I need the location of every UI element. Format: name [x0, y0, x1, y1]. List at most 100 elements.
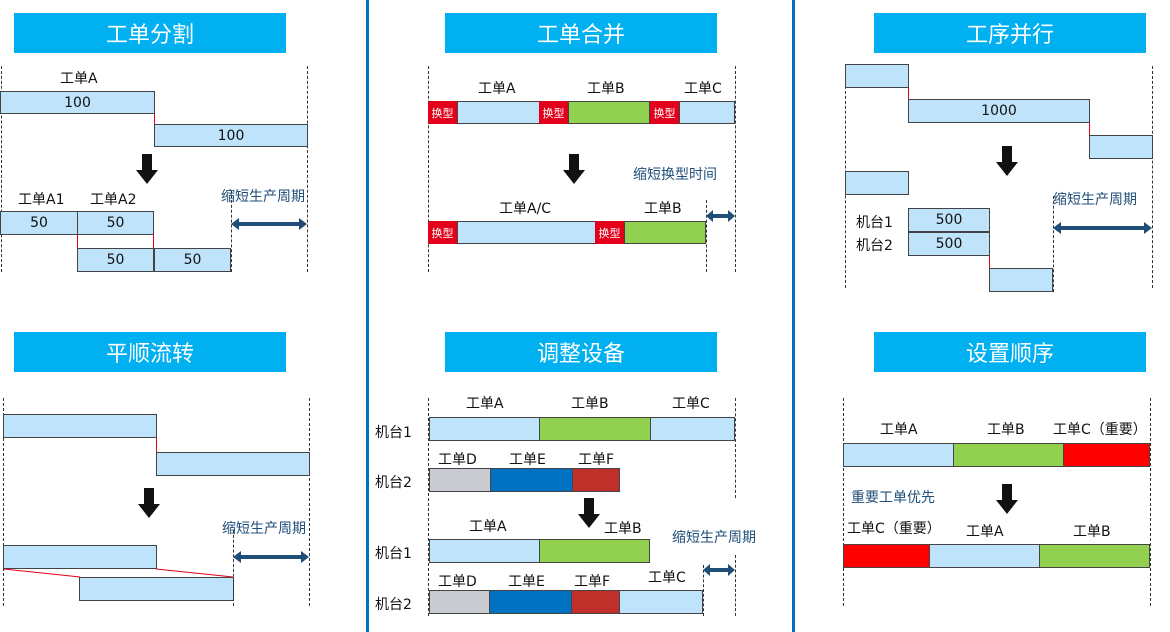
flow-link — [154, 114, 155, 124]
order-bar — [156, 452, 310, 476]
order-bar — [539, 539, 650, 563]
double-arrow-icon — [1053, 222, 1152, 234]
flow-link — [77, 235, 78, 248]
order-bar — [489, 590, 572, 614]
changeover-block: 换型 — [595, 221, 624, 244]
order-bar: 500 — [908, 208, 990, 232]
order-label: 工单B — [571, 396, 609, 412]
down-arrow-icon — [136, 154, 158, 184]
dashed-guide — [428, 66, 429, 272]
down-arrow-icon — [996, 146, 1018, 176]
dashed-guide — [428, 398, 429, 616]
order-label: 工单C — [684, 81, 722, 97]
dashed-guide — [231, 190, 232, 272]
order-label: 工单E — [508, 574, 545, 590]
order-label: 工单C（重要） — [847, 521, 941, 537]
panel-title-smooth: 平顺流转 — [14, 332, 286, 372]
order-bar: 50 — [0, 211, 78, 235]
order-bar: 100 — [154, 124, 308, 147]
flow-link — [3, 568, 234, 578]
order-bar — [3, 545, 157, 569]
divider-left — [366, 0, 369, 632]
machine-label: 机台1 — [375, 546, 412, 562]
dashed-guide — [1, 66, 2, 272]
dashed-guide — [1150, 398, 1151, 606]
order-label: 工单B — [1073, 524, 1111, 540]
order-bar — [572, 468, 620, 492]
order-label: 工单C — [672, 396, 710, 412]
machine-label: 机台1 — [375, 425, 412, 441]
order-bar — [1089, 135, 1153, 159]
order-bar — [1063, 443, 1150, 467]
dashed-guide — [703, 565, 704, 616]
dashed-guide — [307, 66, 308, 272]
order-label: 工单C（重要） — [1053, 422, 1147, 438]
dashed-guide — [233, 530, 234, 606]
order-bar — [1039, 544, 1150, 568]
order-label: 工单B — [587, 81, 625, 97]
order-bar — [845, 64, 909, 88]
order-label: 工单A — [966, 524, 1004, 540]
order-bar — [989, 268, 1053, 292]
order-bar — [568, 101, 650, 124]
panel-title-parallel: 工序并行 — [874, 13, 1146, 53]
down-arrow-icon — [578, 498, 600, 528]
order-bar — [490, 468, 573, 492]
order-bar: 500 — [908, 232, 990, 256]
dashed-guide — [3, 398, 4, 606]
order-label: 工单A — [880, 422, 918, 438]
order-bar — [429, 468, 491, 492]
order-label: 工单F — [574, 574, 611, 590]
changeover-block: 换型 — [428, 101, 457, 124]
panel-title-adjust: 调整设备 — [445, 332, 717, 372]
benefit-note: 缩短生产周期 — [221, 189, 305, 205]
order-bar: 50 — [77, 248, 154, 272]
machine-label: 机台2 — [375, 475, 412, 491]
order-label: 工单C — [648, 570, 686, 586]
double-arrow-icon — [706, 210, 735, 222]
double-arrow-icon — [231, 218, 307, 230]
benefit-note: 缩短生产周期 — [672, 530, 756, 546]
panel-title-merge: 工单合并 — [445, 13, 717, 53]
order-label: 工单B — [644, 201, 682, 217]
order-bar — [571, 590, 620, 614]
order-bar — [843, 443, 954, 467]
order-bar — [539, 417, 651, 441]
dashed-guide — [1152, 66, 1153, 288]
order-bar — [845, 171, 909, 195]
order-label: 工单E — [509, 452, 546, 468]
order-label: 工单A — [478, 81, 516, 97]
flow-link — [156, 438, 157, 452]
order-label: 工单A2 — [90, 192, 137, 208]
benefit-note: 缩短换型时间 — [633, 167, 717, 183]
order-label: 工单B — [987, 422, 1025, 438]
order-label: 工单F — [578, 452, 615, 468]
order-bar — [619, 590, 703, 614]
order-label: 工单B — [604, 521, 642, 537]
order-bar: 100 — [0, 91, 155, 114]
order-label: 工单A/C — [499, 201, 552, 217]
flow-link — [908, 88, 909, 99]
priority-note: 重要工单优先 — [851, 490, 935, 506]
double-arrow-icon — [703, 564, 735, 576]
flow-link — [153, 235, 154, 248]
order-bar — [429, 417, 540, 441]
order-label: 工单A — [469, 519, 507, 535]
dashed-guide — [1053, 196, 1054, 292]
benefit-note: 缩短生产周期 — [1053, 192, 1137, 208]
dashed-guide — [735, 66, 736, 272]
changeover-block: 换型 — [650, 101, 679, 124]
order-label: 工单A1 — [18, 192, 65, 208]
order-bar — [429, 539, 540, 563]
panel-title-split: 工单分割 — [14, 13, 286, 53]
order-bar — [429, 590, 490, 614]
dashed-guide — [843, 398, 844, 606]
flow-link — [989, 256, 990, 268]
benefit-note: 缩短生产周期 — [222, 521, 306, 537]
machine-label: 机台2 — [856, 238, 893, 254]
down-arrow-icon — [996, 484, 1018, 514]
order-bar: 1000 — [908, 99, 1090, 123]
order-bar — [3, 414, 157, 438]
changeover-block: 换型 — [539, 101, 568, 124]
order-label: 工单D — [438, 452, 477, 468]
